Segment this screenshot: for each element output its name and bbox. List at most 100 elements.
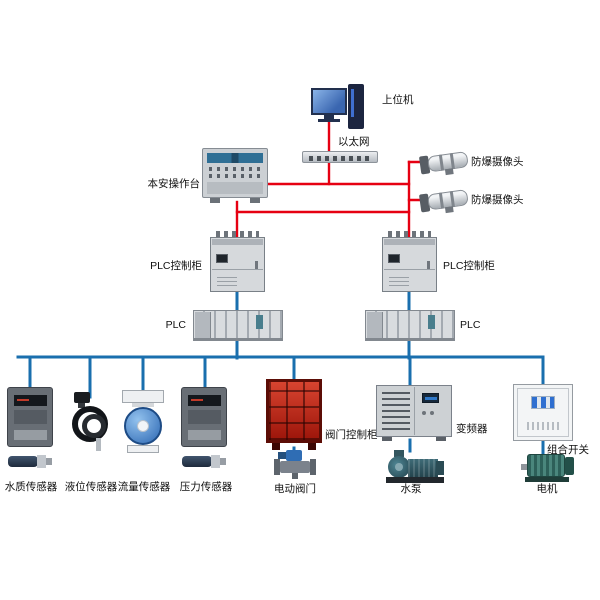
sensor-bottom-strip: [14, 430, 47, 440]
flow-neck: [132, 403, 154, 407]
sensor-bottom-strip: [188, 430, 221, 440]
sensor-probe: [182, 453, 228, 470]
valve-motor: [278, 452, 286, 459]
camera-top-label: 防爆摄像头: [471, 156, 524, 168]
pump-inlet: [394, 450, 404, 457]
cabinet-seam: [384, 269, 435, 270]
flow-sensor-label: 流量传感器: [117, 481, 171, 493]
flow-hub: [137, 420, 149, 432]
pressure-sensor-label: 压力传感器: [179, 481, 233, 493]
safe-operation-console: [202, 148, 268, 204]
valve-stem: [292, 473, 298, 479]
plc-rack-left: [193, 310, 283, 341]
vfd-knob: [430, 411, 434, 415]
cabinet-seam: [212, 269, 263, 270]
vfd-door-seam: [414, 387, 415, 435]
flow-bottom-flange: [127, 445, 159, 453]
water-pump: [386, 450, 446, 483]
cabinet-vent: [217, 274, 237, 286]
ethernet-red-lines: [235, 118, 427, 240]
camera-mount: [444, 206, 454, 214]
cable-coil-inner: [82, 414, 106, 438]
ethernet-switch-icon: [302, 151, 378, 163]
vfd-label: 变频器: [456, 423, 488, 435]
sensor-display-readout: [17, 399, 29, 401]
switch-ports: [309, 156, 373, 161]
switch-display: [531, 396, 555, 409]
vfd-vent-grille: [382, 392, 410, 430]
plc-power-module: [367, 312, 383, 338]
water-quality-sensor: [7, 387, 55, 479]
electric-valve-label: 电动阀门: [274, 483, 316, 495]
ethernet-label: 以太网: [338, 136, 370, 148]
plc-io-module: [428, 315, 435, 329]
motor-label: 电机: [536, 483, 558, 495]
pump-base: [386, 477, 444, 483]
pump-end-cap: [436, 461, 444, 475]
console-button-row: [209, 167, 261, 171]
motor-body: [527, 454, 565, 477]
switch-cabinet-body: [513, 384, 573, 441]
level-sensor-label: 液位传感器: [64, 481, 118, 493]
level-sensor: [70, 392, 114, 454]
valve-cabinet-leg: [272, 443, 280, 450]
console-button-row: [209, 174, 261, 178]
flow-sensor: [120, 390, 166, 454]
monitor-icon: [311, 88, 347, 115]
cabinet-handle: [255, 261, 258, 269]
motor-feet: [525, 477, 569, 482]
cabinet-window: [216, 254, 228, 263]
cabinet-window: [388, 254, 400, 263]
cabinet-vent: [389, 274, 409, 286]
console-screen: [207, 153, 263, 163]
vfd-knob: [422, 411, 426, 415]
probe-nose: [220, 458, 226, 465]
console-leg: [250, 198, 260, 203]
switch-inner-frame: [517, 388, 569, 437]
plc-rack-left-label: PLC: [165, 319, 186, 331]
sensor-controller-box: [181, 387, 227, 447]
probe-tip: [211, 455, 220, 468]
level-probe: [96, 438, 101, 451]
computer-tower-icon: [348, 84, 364, 129]
motor: [521, 452, 575, 484]
sensor-display: [14, 395, 47, 406]
sensor-display-readout: [191, 399, 203, 401]
plc-cabinet-right-label: PLC控制柜: [443, 260, 495, 272]
cabinet-handle: [427, 261, 430, 269]
plc-io-module: [256, 315, 263, 329]
sensor-controller-box: [7, 387, 53, 447]
level-sensor-head: [74, 392, 90, 403]
motor-end-cap: [565, 457, 574, 475]
valve-cabinet-leg: [308, 443, 316, 450]
camera-bottom-label: 防爆摄像头: [471, 194, 524, 206]
tower-stripe: [351, 89, 354, 117]
valve-body: [280, 461, 310, 473]
probe-body: [8, 456, 38, 467]
plc-rack-right-label: PLC: [460, 319, 481, 331]
cabinet-top-strip: [384, 239, 435, 245]
sensor-mid-panel: [14, 410, 47, 424]
valve-control-cabinet-label: 阀门控制柜: [325, 429, 378, 441]
vfd-foot: [382, 437, 392, 441]
plc-rack-right: [365, 310, 455, 341]
vfd-display: [422, 393, 439, 403]
pump-motor-body: [408, 459, 438, 477]
flow-body: [124, 407, 162, 445]
motor-shaft: [521, 464, 527, 470]
plc-power-module: [195, 312, 211, 338]
cabinet-terminals: [216, 231, 259, 237]
electric-valve: [270, 450, 320, 480]
monitor-stand: [324, 115, 334, 119]
flow-converter: [122, 390, 164, 403]
host-computer: [300, 84, 366, 130]
console-label: 本安操作台: [147, 178, 201, 190]
vfd-display-readout: [425, 397, 437, 400]
valve-actuator: [286, 450, 302, 461]
plc-cabinet-left-label: PLC控制柜: [150, 260, 202, 272]
water-quality-sensor-label: 水质传感器: [4, 481, 58, 493]
level-sensor-connector: [78, 403, 85, 408]
console-lower-panel: [207, 182, 263, 194]
camera-mount: [444, 168, 454, 176]
